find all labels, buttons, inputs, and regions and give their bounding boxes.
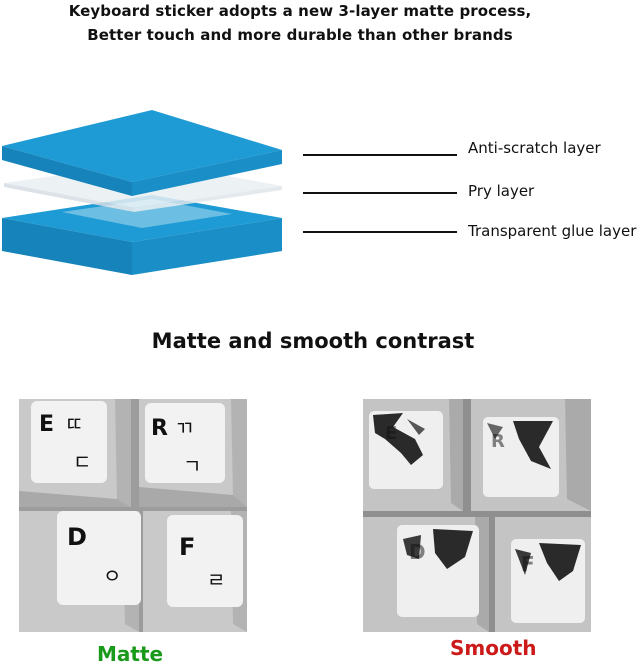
svg-text:D: D (409, 540, 426, 564)
key-e-legend: E (39, 412, 54, 437)
layer-label-pry: Pry layer (468, 182, 535, 200)
matte-caption: Matte (97, 642, 164, 666)
anti-scratch-leader-line (303, 154, 457, 156)
matte-keyboard-photo: E ㄸ ㄷ R ㄲ ㄱ D ㅇ F ㄹ (19, 399, 247, 632)
key-f-hangul: ㄹ (207, 568, 225, 592)
key-f-legend: F (179, 533, 195, 561)
key-d-legend: D (67, 523, 87, 551)
glossy-sticker-r: R (483, 417, 559, 497)
header-line-1: Keyboard sticker adopts a new 3-layer ma… (68, 2, 532, 20)
svg-text:E: E (385, 423, 397, 444)
section-title: Matte and smooth contrast (151, 329, 475, 353)
svg-text:R: R (491, 431, 505, 452)
anti-scratch-layer-shape (2, 110, 282, 196)
glue-leader-line (303, 231, 457, 233)
key-d-hangul: ㅇ (103, 564, 121, 588)
layer-label-glue: Transparent glue layer (468, 222, 637, 240)
smooth-caption: Smooth (450, 636, 537, 660)
header-line-2: Better touch and more durable than other… (87, 26, 513, 44)
glossy-sticker-f: F (511, 539, 585, 623)
glue-layer-shape (2, 195, 282, 275)
key-r-legend: R (151, 416, 168, 441)
layer-label-anti-scratch: Anti-scratch layer (468, 139, 601, 157)
key-e-hangul-top: ㄸ (65, 412, 83, 436)
layer-stack-illustration (2, 110, 282, 275)
glossy-sticker-e: E (369, 411, 443, 489)
smooth-keyboard-photo: E R D F (363, 399, 591, 632)
pry-leader-line (303, 192, 457, 194)
key-e-hangul-bottom: ㄷ (73, 450, 91, 474)
key-r-hangul-bottom: ㄱ (183, 454, 201, 478)
key-r-hangul-top: ㄲ (175, 416, 193, 440)
svg-text:F: F (521, 552, 535, 576)
glossy-sticker-d: D (397, 525, 479, 617)
